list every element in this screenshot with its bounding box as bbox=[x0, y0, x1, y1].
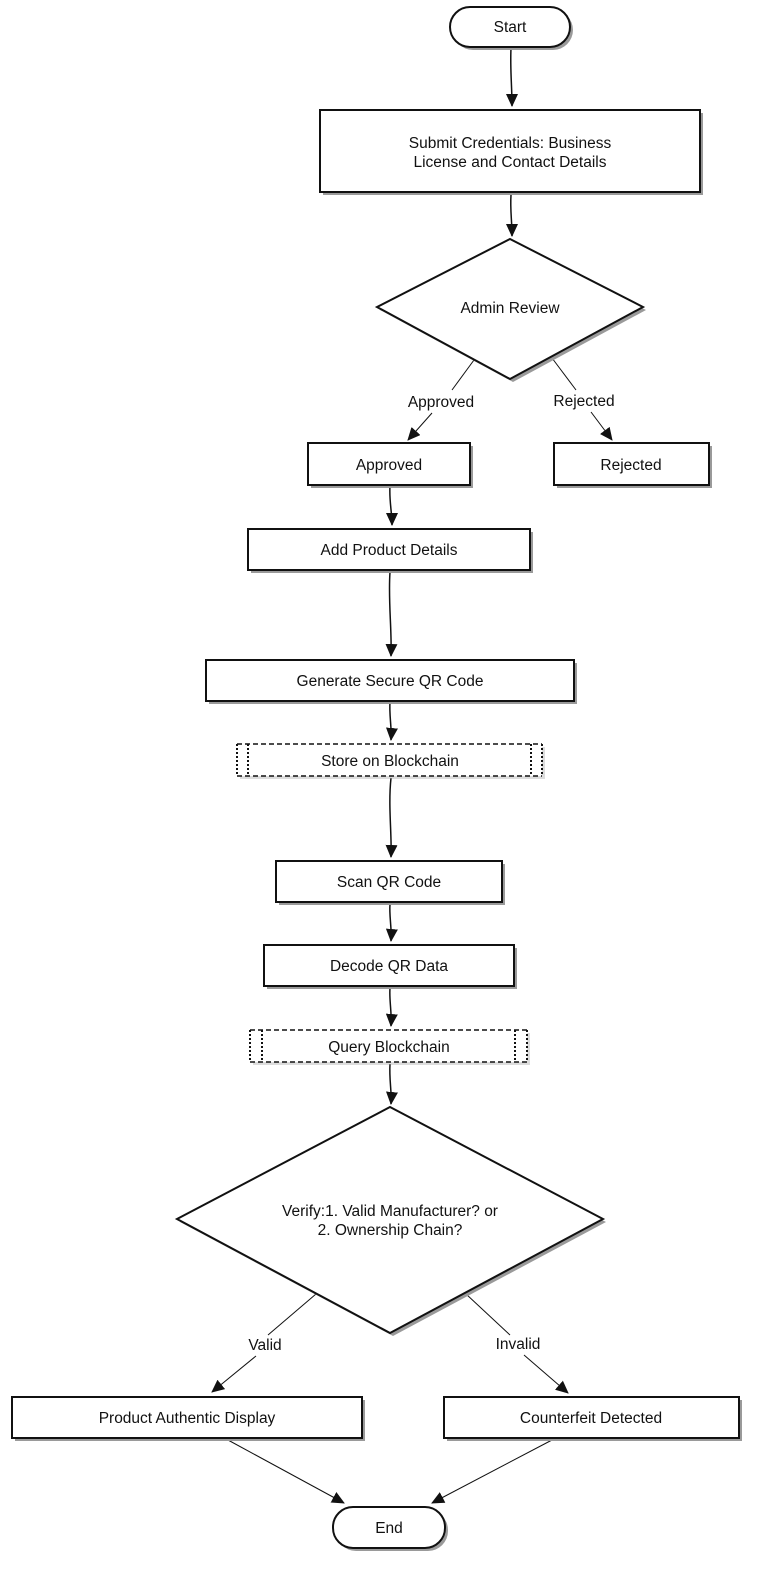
start-label: Start bbox=[494, 19, 527, 36]
edges bbox=[211, 47, 613, 1504]
product-authentic-node: Product Authentic Display bbox=[11, 1396, 365, 1441]
edge-verify-to-counterfeit bbox=[465, 1293, 511, 1336]
edge-verify-to-counterfeit-arrow bbox=[523, 1354, 569, 1394]
edge-start-to-submit bbox=[505, 47, 518, 107]
query-blockchain-label: Query Blockchain bbox=[328, 1039, 449, 1056]
rejected-label: Rejected bbox=[600, 457, 661, 474]
store-blockchain-label: Store on Blockchain bbox=[321, 753, 459, 770]
generate-qr-node: Generate Secure QR Code bbox=[205, 659, 577, 704]
edge-labels: Approved Rejected Valid Invalid bbox=[248, 393, 614, 1354]
scan-qr-node: Scan QR Code bbox=[275, 860, 505, 905]
approved-label: Approved bbox=[356, 457, 422, 474]
edge-counterfeit-to-end bbox=[431, 1439, 553, 1504]
edge-authentic-to-end bbox=[227, 1439, 345, 1504]
edge-label-valid: Valid bbox=[248, 1337, 281, 1354]
edge-approved-to-add-product bbox=[385, 485, 398, 526]
edge-submit-to-admin-review bbox=[505, 194, 518, 237]
edge-label-invalid: Invalid bbox=[496, 1336, 541, 1353]
edge-generate-qr-to-store-blockchain bbox=[386, 701, 398, 741]
end-node: End bbox=[332, 1506, 448, 1551]
admin-review-label: Admin Review bbox=[460, 300, 560, 317]
verify-label-line2: 2. Ownership Chain? bbox=[318, 1222, 463, 1239]
start-node: Start bbox=[449, 6, 573, 50]
submit-credentials-label-line2: License and Contact Details bbox=[413, 154, 606, 171]
add-product-details-node: Add Product Details bbox=[247, 528, 533, 573]
product-authentic-label: Product Authentic Display bbox=[99, 1410, 276, 1427]
verify-label-line1: Verify:1. Valid Manufacturer? or bbox=[282, 1203, 498, 1220]
edge-label-approved: Approved bbox=[408, 394, 474, 411]
edge-label-rejected: Rejected bbox=[553, 393, 614, 410]
edge-admin-review-to-approved bbox=[451, 359, 475, 391]
edge-admin-review-to-approved-arrow bbox=[407, 412, 433, 441]
scan-qr-label: Scan QR Code bbox=[337, 874, 441, 891]
submit-credentials-node: Submit Credentials: Business License and… bbox=[319, 109, 703, 195]
submit-credentials-label-line1: Submit Credentials: Business bbox=[409, 135, 612, 152]
store-blockchain-node: Store on Blockchain bbox=[236, 743, 545, 779]
counterfeit-label: Counterfeit Detected bbox=[520, 1410, 662, 1427]
edge-admin-review-to-rejected bbox=[551, 357, 577, 391]
edge-scan-qr-to-decode-qr bbox=[385, 903, 398, 942]
edge-store-blockchain-to-scan-qr bbox=[385, 777, 398, 858]
edge-add-product-to-generate-qr bbox=[385, 571, 398, 657]
decode-qr-label: Decode QR Data bbox=[330, 958, 448, 975]
verify-decision-node: Verify:1. Valid Manufacturer? or 2. Owne… bbox=[174, 1105, 606, 1336]
admin-review-decision-node: Admin Review bbox=[374, 237, 646, 382]
query-blockchain-node: Query Blockchain bbox=[249, 1029, 530, 1065]
rejected-node: Rejected bbox=[553, 442, 712, 488]
approved-node: Approved bbox=[307, 442, 473, 488]
counterfeit-node: Counterfeit Detected bbox=[443, 1396, 742, 1441]
edge-admin-review-to-rejected-arrow bbox=[590, 411, 613, 441]
edge-query-blockchain-to-verify bbox=[386, 1063, 398, 1105]
edge-decode-qr-to-query-blockchain bbox=[385, 987, 398, 1027]
end-label: End bbox=[375, 1520, 403, 1537]
decode-qr-node: Decode QR Data bbox=[263, 944, 517, 989]
add-product-details-label: Add Product Details bbox=[321, 542, 458, 559]
edge-verify-to-authentic-arrow bbox=[211, 1355, 257, 1393]
generate-qr-label: Generate Secure QR Code bbox=[297, 673, 484, 690]
edge-verify-to-authentic bbox=[267, 1293, 317, 1336]
